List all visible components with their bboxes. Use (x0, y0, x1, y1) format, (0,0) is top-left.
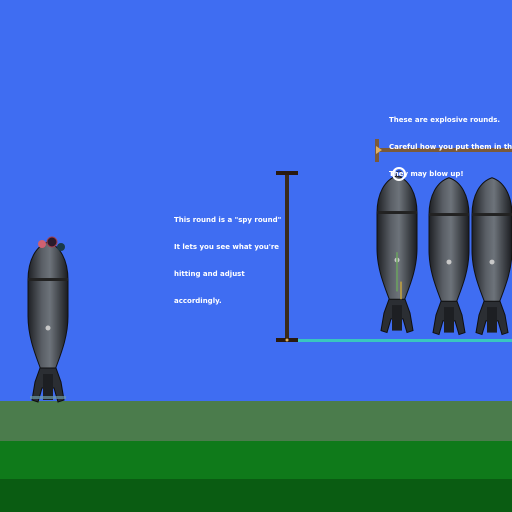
spy-note-line-3: hitting and adjust (174, 270, 245, 278)
spy-sensor-dark (46, 236, 58, 248)
explosive-round-2[interactable] (428, 177, 470, 336)
spy-note-line-1: This round is a "spy round" (174, 216, 282, 224)
explosive-round-1[interactable] (376, 175, 418, 334)
spy-sensor-pink (38, 240, 46, 248)
explosive-round-3[interactable] (471, 177, 512, 336)
ground-grass-top (0, 401, 512, 441)
ground-grass-bottom (0, 479, 512, 512)
ring-cursor-icon (392, 167, 406, 181)
spy-note-line-2: It lets you see what you're (174, 243, 280, 251)
shelf-platform (298, 339, 512, 342)
explosive-note-line-2: Careful how you put them in the tu (389, 143, 512, 151)
spy-round-note: This round is a "spy round" It lets you … (174, 198, 281, 315)
shell-stripe-markings (396, 252, 402, 300)
top-bracket-rail (375, 139, 512, 162)
explosive-rounds-note: These are explosive rounds. Careful how … (389, 98, 512, 188)
spy-sensor-teal (57, 243, 65, 251)
spy-round-shell[interactable] (27, 236, 69, 403)
spy-note-line-4: accordingly. (174, 297, 222, 305)
explosive-note-line-1: These are explosive rounds. (389, 116, 501, 124)
ground-grass-mid (0, 441, 512, 479)
explosive-note-line-3: They may blow up! (389, 170, 464, 178)
height-marker-post (276, 171, 298, 342)
